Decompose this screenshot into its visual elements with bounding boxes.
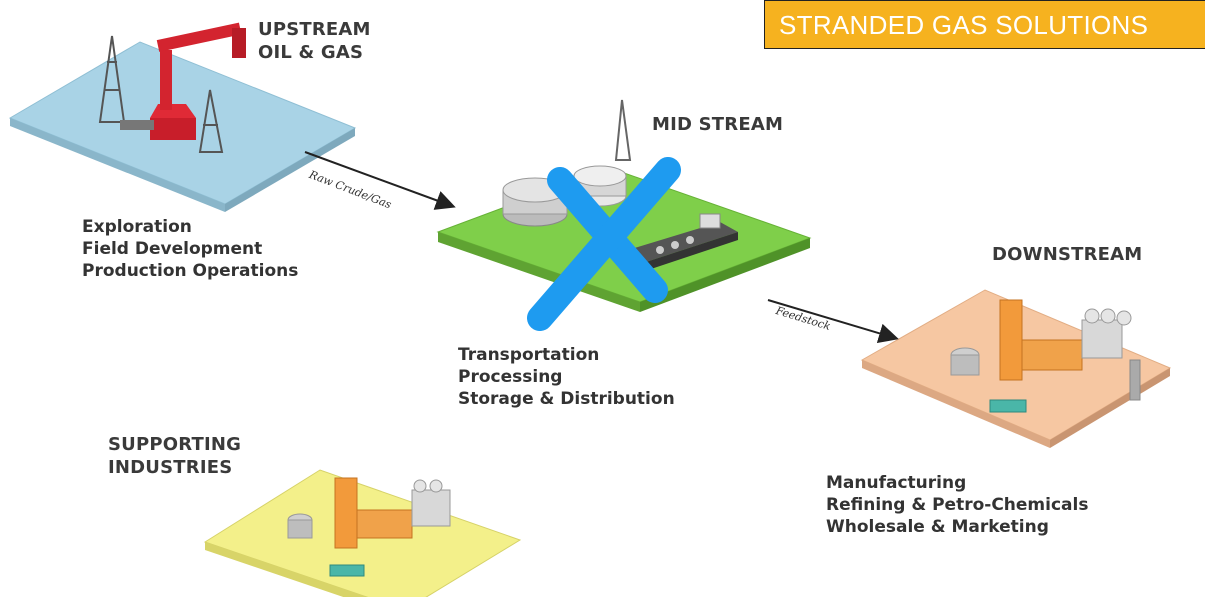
pumpjack-icon bbox=[98, 22, 246, 153]
supporting-heading: SUPPORTING INDUSTRIES bbox=[108, 433, 241, 479]
downstream-heading: DOWNSTREAM bbox=[992, 244, 1143, 265]
midstream-heading: MID STREAM bbox=[652, 114, 784, 135]
upstream-heading: UPSTREAM OIL & GAS bbox=[258, 18, 371, 64]
list-item: Transportation bbox=[458, 345, 600, 365]
upstream-heading-line-2: OIL & GAS bbox=[258, 42, 364, 63]
feedstock-arrow bbox=[767, 299, 899, 343]
raw-crude-arrow bbox=[304, 151, 456, 210]
list-item: Refining & Petro-Chemicals bbox=[826, 495, 1089, 515]
cross-out-mark bbox=[527, 157, 681, 331]
factory-icon bbox=[287, 477, 451, 577]
title-banner: STRANDED GAS SOLUTIONS bbox=[764, 0, 1205, 49]
list-item: Exploration bbox=[82, 217, 192, 237]
list-item: Storage & Distribution bbox=[458, 389, 675, 409]
refinery-icon bbox=[950, 299, 1141, 413]
supporting-heading-line-1: SUPPORTING bbox=[108, 434, 242, 455]
tanker-ship-icon bbox=[628, 213, 738, 270]
list-item: Wholesale & Marketing bbox=[826, 517, 1049, 537]
downstream-activities: Manufacturing Refining & Petro-Chemicals… bbox=[826, 472, 1088, 538]
banner-title: STRANDED GAS SOLUTIONS bbox=[779, 10, 1149, 40]
upstream-activities: Exploration Field Development Production… bbox=[82, 216, 298, 282]
list-item: Manufacturing bbox=[826, 473, 967, 493]
midstream-activities: Transportation Processing Storage & Dist… bbox=[458, 344, 675, 410]
list-item: Processing bbox=[458, 367, 563, 387]
list-item: Field Development bbox=[82, 239, 263, 259]
supporting-heading-line-2: INDUSTRIES bbox=[108, 457, 233, 478]
list-item: Production Operations bbox=[82, 261, 299, 281]
upstream-heading-line-1: UPSTREAM bbox=[258, 19, 371, 40]
